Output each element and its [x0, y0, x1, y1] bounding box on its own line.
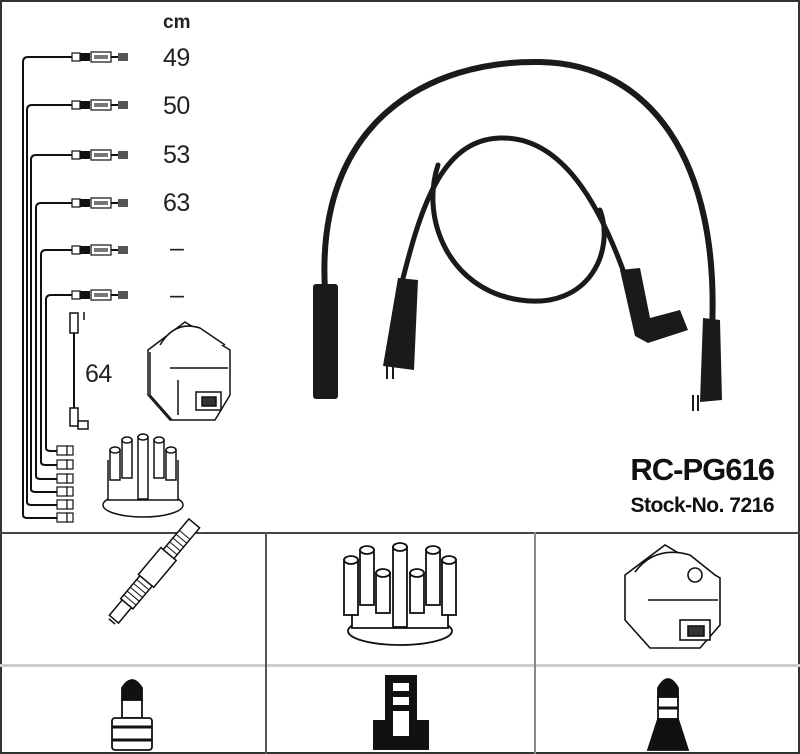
grid-cell-distributor-connector	[267, 667, 534, 754]
grid-top-divider	[0, 532, 800, 534]
grid-cell-distributor-cap	[267, 534, 534, 664]
cable-schematic-icon	[22, 51, 722, 523]
cable-length-4: 63	[163, 189, 190, 217]
grid-cell-straight-connector	[0, 667, 265, 754]
cable-length-5: –	[170, 234, 184, 262]
cable-length-2: 50	[163, 92, 190, 120]
grid-divider-1	[265, 532, 267, 754]
grid-cell-coil-connector	[536, 667, 800, 754]
part-number: RC-PG616	[630, 452, 775, 487]
coil-cable-length: 64	[85, 360, 112, 388]
distributor-cap-small-icon	[102, 433, 184, 518]
cable-length-3: 53	[163, 141, 190, 169]
unit-label: cm	[163, 12, 191, 33]
grid-cell-ignition-coil	[536, 534, 800, 664]
cable-length-6: –	[170, 281, 184, 309]
ignition-cables-photo	[321, 58, 716, 333]
plug-connector-icons	[71, 51, 128, 301]
grid-cell-spark-plug	[0, 534, 265, 664]
stock-number: Stock-No. 7216	[630, 494, 774, 517]
straight-boot	[313, 284, 338, 399]
cable-length-1: 49	[163, 44, 190, 72]
grid-divider-2	[534, 532, 536, 754]
grid-middle-divider	[0, 664, 800, 667]
ignition-coil-small-icon	[147, 321, 231, 421]
